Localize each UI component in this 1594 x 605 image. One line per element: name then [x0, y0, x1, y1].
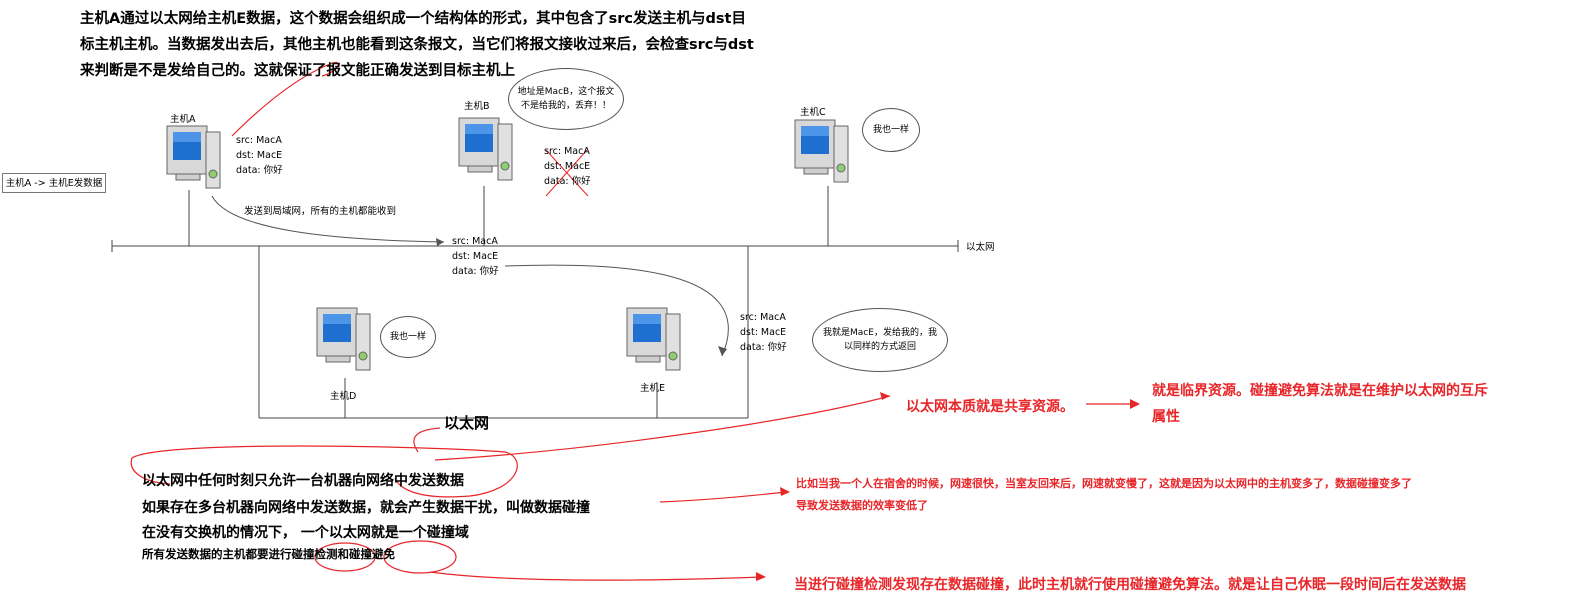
- speech-bubble-d: 我也一样: [380, 316, 436, 358]
- packet-src: src: MacA: [452, 236, 498, 247]
- note-line-1: 以太网中任何时刻只允许一台机器向网络中发送数据: [142, 473, 464, 489]
- packet-bus: src: MacA dst: MacE data: 你好: [452, 234, 499, 279]
- note-line-2: 如果存在多台机器向网络中发送数据，就会产生数据干扰，叫做数据碰撞: [142, 500, 590, 516]
- packet-data: data: 你好: [452, 266, 499, 277]
- ethernet-title: 以太网: [444, 414, 490, 432]
- computer-icon: [166, 125, 221, 189]
- computer-icon: [794, 119, 849, 183]
- ethernet-bus-label: 以太网: [966, 242, 995, 253]
- frame-box: 主机A -> 主机E发数据: [2, 173, 106, 193]
- packet-data: data: 你好: [544, 176, 591, 187]
- packet-e: src: MacA dst: MacE data: 你好: [740, 310, 787, 355]
- packet-dst: dst: MacE: [544, 161, 591, 172]
- speech-bubble-c: 我也一样: [862, 108, 920, 152]
- packet-dst: dst: MacE: [236, 150, 283, 161]
- red-note-shared-resource: 以太网本质就是共享资源。: [906, 399, 1074, 415]
- speech-bubble-e: 我就是MacE，发给我的，我以同样的方式返回: [812, 308, 948, 372]
- red-note-critical-1: 就是临界资源。碰撞避免算法就是在维护以太网的互斥: [1152, 383, 1488, 399]
- packet-src: src: MacA: [740, 312, 786, 323]
- computer-icon: [458, 117, 513, 181]
- intro-text: 主机A通过以太网给主机E数据，这个数据会组织成一个结构体的形式，其中包含了src…: [80, 11, 754, 79]
- packet-src: src: MacA: [544, 146, 590, 157]
- host-e-label: 主机E: [640, 383, 666, 394]
- packet-b: src: MacA dst: MacE data: 你好: [544, 144, 591, 189]
- computer-icon: [626, 307, 681, 371]
- host-d-label: 主机D: [330, 391, 357, 402]
- packet-dst: dst: MacE: [452, 251, 499, 262]
- red-note-critical-2: 属性: [1152, 409, 1180, 425]
- red-note-example-1: 比如当我一个人在宿舍的时候，网速很快，当室友回来后，网速就变慢了，这就是因为以太…: [796, 477, 1412, 490]
- note-line-4: 所有发送数据的主机都要进行碰撞检测和碰撞避免: [142, 547, 395, 561]
- computer-icon: [316, 307, 371, 371]
- packet-data: data: 你好: [740, 342, 787, 353]
- packet-dst: dst: MacE: [740, 327, 787, 338]
- host-a-label: 主机A: [170, 114, 196, 125]
- red-note-example-2: 导致发送数据的效率变低了: [796, 499, 928, 512]
- broadcast-arrow: [211, 195, 445, 243]
- host-b-label: 主机B: [464, 101, 490, 112]
- packet-a: src: MacA dst: MacE data: 你好: [236, 133, 283, 178]
- host-c-label: 主机C: [800, 107, 826, 118]
- delivery-arrow: [504, 264, 729, 357]
- packet-data: data: 你好: [236, 165, 283, 176]
- broadcast-note: 发送到局域网，所有的主机都能收到: [244, 206, 397, 217]
- note-line-3: 在没有交换机的情况下， 一个以太网就是一个碰撞域: [142, 525, 469, 541]
- red-note-collision-avoid: 当进行碰撞检测发现存在数据碰撞，此时主机就行使用碰撞避免算法。就是让自己休眠一段…: [794, 577, 1466, 593]
- packet-src: src: MacA: [236, 135, 282, 146]
- speech-bubble-b: 地址是MacB，这个报文不是给我的，丢弃！！: [508, 68, 624, 130]
